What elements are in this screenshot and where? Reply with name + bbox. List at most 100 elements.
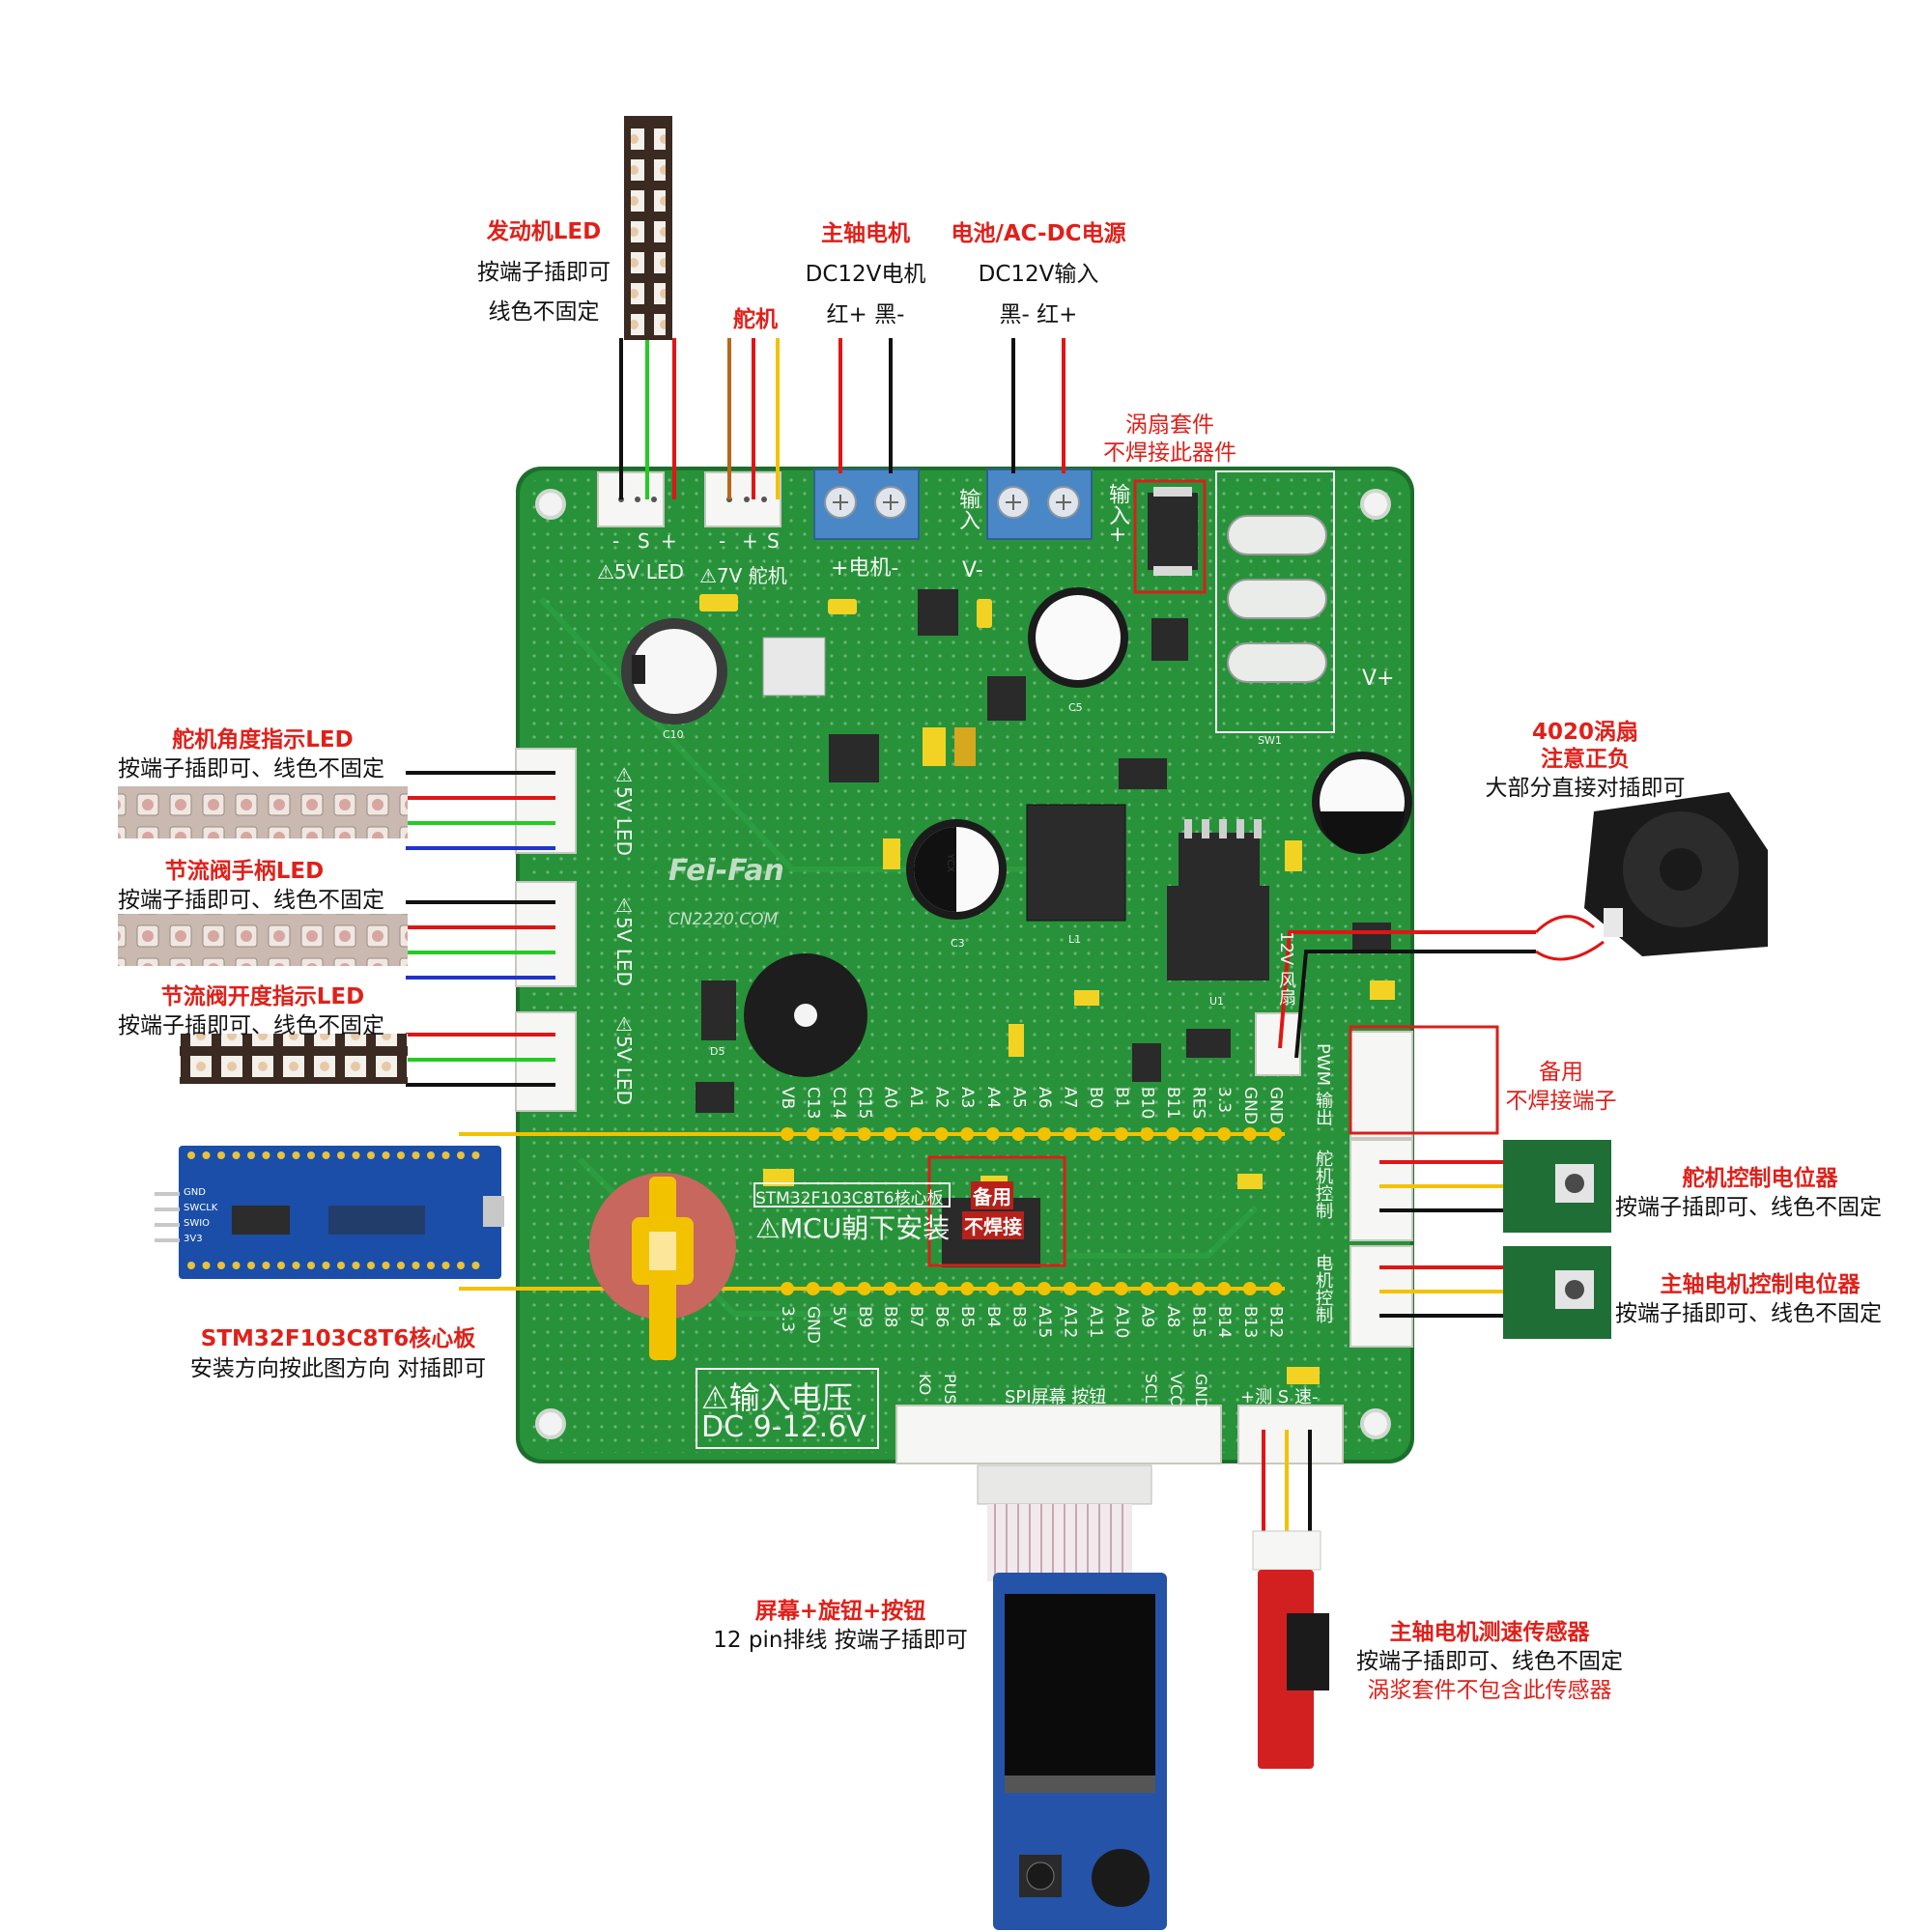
spare-connector-line1: 备用 bbox=[1539, 1060, 1583, 1085]
bottom-pin-19 bbox=[1268, 1282, 1283, 1295]
bluepill-header-pin bbox=[367, 1151, 375, 1159]
stm32-sub: 安装方向按此图方向 对插即可 bbox=[189, 1356, 487, 1381]
fan-kit-line2: 不焊接此器件 bbox=[1103, 440, 1236, 466]
silk-input-left: 输入 bbox=[955, 488, 980, 530]
bluepill-header-pin bbox=[262, 1151, 270, 1159]
spindle-title: 主轴电机 bbox=[821, 221, 910, 246]
inductor-l1 bbox=[1026, 804, 1126, 922]
silk-pin-plus-a: + bbox=[661, 529, 677, 553]
bottom-pin-0 bbox=[781, 1282, 794, 1295]
bottom-pin-label-14: A9 bbox=[1137, 1306, 1157, 1328]
bottom-pin-label-0: 3.3 bbox=[778, 1306, 797, 1333]
bluepill-header-pin bbox=[292, 1262, 300, 1269]
bottom-pin-label-1: GND bbox=[803, 1306, 823, 1344]
power-line1: DC12V输入 bbox=[978, 262, 1099, 287]
servo-title: 舵机 bbox=[733, 307, 778, 332]
fan-kit-line1: 涡扇套件 bbox=[1125, 412, 1214, 438]
fuse-f1 bbox=[1148, 487, 1198, 576]
fan-4020 bbox=[1534, 792, 1768, 961]
silk-d5: D5 bbox=[710, 1045, 725, 1058]
buzzer bbox=[744, 953, 867, 1077]
silk-brand: Fei-Fan bbox=[668, 854, 784, 888]
throttle-open-led-strip bbox=[180, 1034, 408, 1084]
speed-sensor-sub1: 按端子插即可、线色不固定 bbox=[1356, 1649, 1623, 1674]
capacitor-c1 bbox=[1312, 752, 1412, 854]
servo-pot-sub: 按端子插即可、线色不固定 bbox=[1615, 1195, 1882, 1220]
top-pin-8 bbox=[985, 1127, 1000, 1141]
bottom-pin-6 bbox=[934, 1282, 949, 1295]
bluepill-header-pin bbox=[471, 1151, 480, 1159]
bottom-pin-10 bbox=[1037, 1282, 1051, 1295]
throttle-handle-led-title: 节流阀手柄LED bbox=[164, 859, 325, 884]
silk-speed-conn: +测 S 速- bbox=[1240, 1387, 1319, 1407]
bottom-pin-16 bbox=[1191, 1282, 1206, 1295]
silk-pin-s-b: S bbox=[767, 529, 780, 553]
bluepill-header-pin bbox=[471, 1262, 480, 1269]
silk-scl: SCL bbox=[1142, 1374, 1160, 1404]
bluepill-header-pin bbox=[382, 1262, 390, 1269]
top-pin-label-18: GND bbox=[1239, 1087, 1260, 1124]
bottom-pin-9 bbox=[1011, 1282, 1026, 1295]
bluepill-header-pin bbox=[187, 1151, 195, 1159]
spindle-pot-module bbox=[1503, 1246, 1611, 1339]
throttle-open-led-title: 节流阀开度指示LED bbox=[160, 984, 365, 1009]
top-pin-4 bbox=[883, 1127, 897, 1141]
small-ics bbox=[696, 589, 1391, 1267]
fan4020-line1: 4020涡扇 bbox=[1531, 720, 1639, 745]
bottom-pin-label-15: A8 bbox=[1163, 1306, 1182, 1328]
silk-motor-ctrl: 电机控制 bbox=[1313, 1254, 1333, 1323]
bottom-pin-label-18: B13 bbox=[1239, 1306, 1260, 1339]
top-pin-label-3: C15 bbox=[854, 1087, 874, 1120]
silk-core-board: STM32F103C8T6核心板 bbox=[755, 1189, 944, 1208]
bottom-pin-label-8: B4 bbox=[982, 1306, 1003, 1328]
inductor-l2 bbox=[762, 637, 826, 696]
bluepill-header-pin bbox=[277, 1151, 285, 1159]
silk-servo-ctrl: 舵机控制 bbox=[1313, 1150, 1333, 1219]
silk-pin-minus-a: - bbox=[612, 529, 620, 553]
top-pin-row bbox=[459, 1127, 1285, 1141]
bluepill-header-pin bbox=[457, 1262, 465, 1269]
silk-mcu-down: ⚠MCU朝下安装 bbox=[755, 1212, 951, 1244]
silk-input-right: 输入+ bbox=[1105, 483, 1129, 544]
silk-pin-s-a: S bbox=[638, 529, 650, 553]
top-pin-label-15: B11 bbox=[1163, 1087, 1182, 1120]
bottom-pin-18 bbox=[1242, 1282, 1257, 1295]
fan-kit-highlight-box bbox=[1133, 479, 1207, 594]
engine-led-line2: 线色不固定 bbox=[488, 299, 600, 325]
throttle-handle-led-strip bbox=[118, 914, 408, 966]
top-pin-9 bbox=[1011, 1127, 1026, 1141]
top-pin-label-16: RES bbox=[1188, 1087, 1208, 1120]
top-pin-14 bbox=[1140, 1127, 1154, 1141]
silk-l1: L1 bbox=[1068, 933, 1082, 946]
bluepill-header-pin bbox=[457, 1151, 465, 1159]
led-header-connector bbox=[597, 471, 665, 527]
bluepill-header-pin bbox=[441, 1151, 450, 1159]
fan4020-line2: 注意正负 bbox=[1541, 747, 1630, 772]
bottom-pin-13 bbox=[1114, 1282, 1128, 1295]
top-pin-label-2: C14 bbox=[829, 1087, 849, 1120]
silk-pin-minus-b: - bbox=[719, 529, 726, 553]
top-pin-label-7: A3 bbox=[957, 1087, 978, 1109]
bluepill-pin-label-0: GND bbox=[184, 1187, 206, 1198]
top-pin-label-4: A0 bbox=[880, 1087, 900, 1109]
bluepill-header-pin bbox=[322, 1151, 330, 1159]
top-pin-7 bbox=[960, 1127, 975, 1141]
coin-cell-holder bbox=[621, 618, 727, 724]
speed-sensor-module bbox=[1252, 1530, 1329, 1769]
bottom-pin-label-5: B7 bbox=[906, 1306, 925, 1328]
silk-input-voltage-1: ⚠输入电压 bbox=[701, 1379, 853, 1416]
bottom-pin-label-17: B14 bbox=[1214, 1306, 1235, 1339]
bottom-pin-label-2: 5V bbox=[829, 1306, 849, 1328]
mounting-holes bbox=[535, 489, 1391, 1439]
silk-side-led-3: ⚠5V LED bbox=[612, 1012, 636, 1105]
servo-angle-led-sub: 按端子插即可、线色不固定 bbox=[118, 756, 384, 781]
bluepill-header-pin bbox=[337, 1151, 345, 1159]
speed-sensor-sub2: 涡浆套件不包含此传感器 bbox=[1367, 1678, 1612, 1703]
capacitor-c5 bbox=[1028, 587, 1128, 688]
silk-spi-screen: SPI屏幕 按钮 bbox=[1005, 1387, 1107, 1407]
top-pin-11 bbox=[1063, 1127, 1077, 1141]
silk-side-led-2: ⚠5V LED bbox=[612, 894, 636, 986]
top-pin-label-5: A1 bbox=[906, 1087, 925, 1109]
bluepill-header-pin bbox=[202, 1262, 211, 1269]
